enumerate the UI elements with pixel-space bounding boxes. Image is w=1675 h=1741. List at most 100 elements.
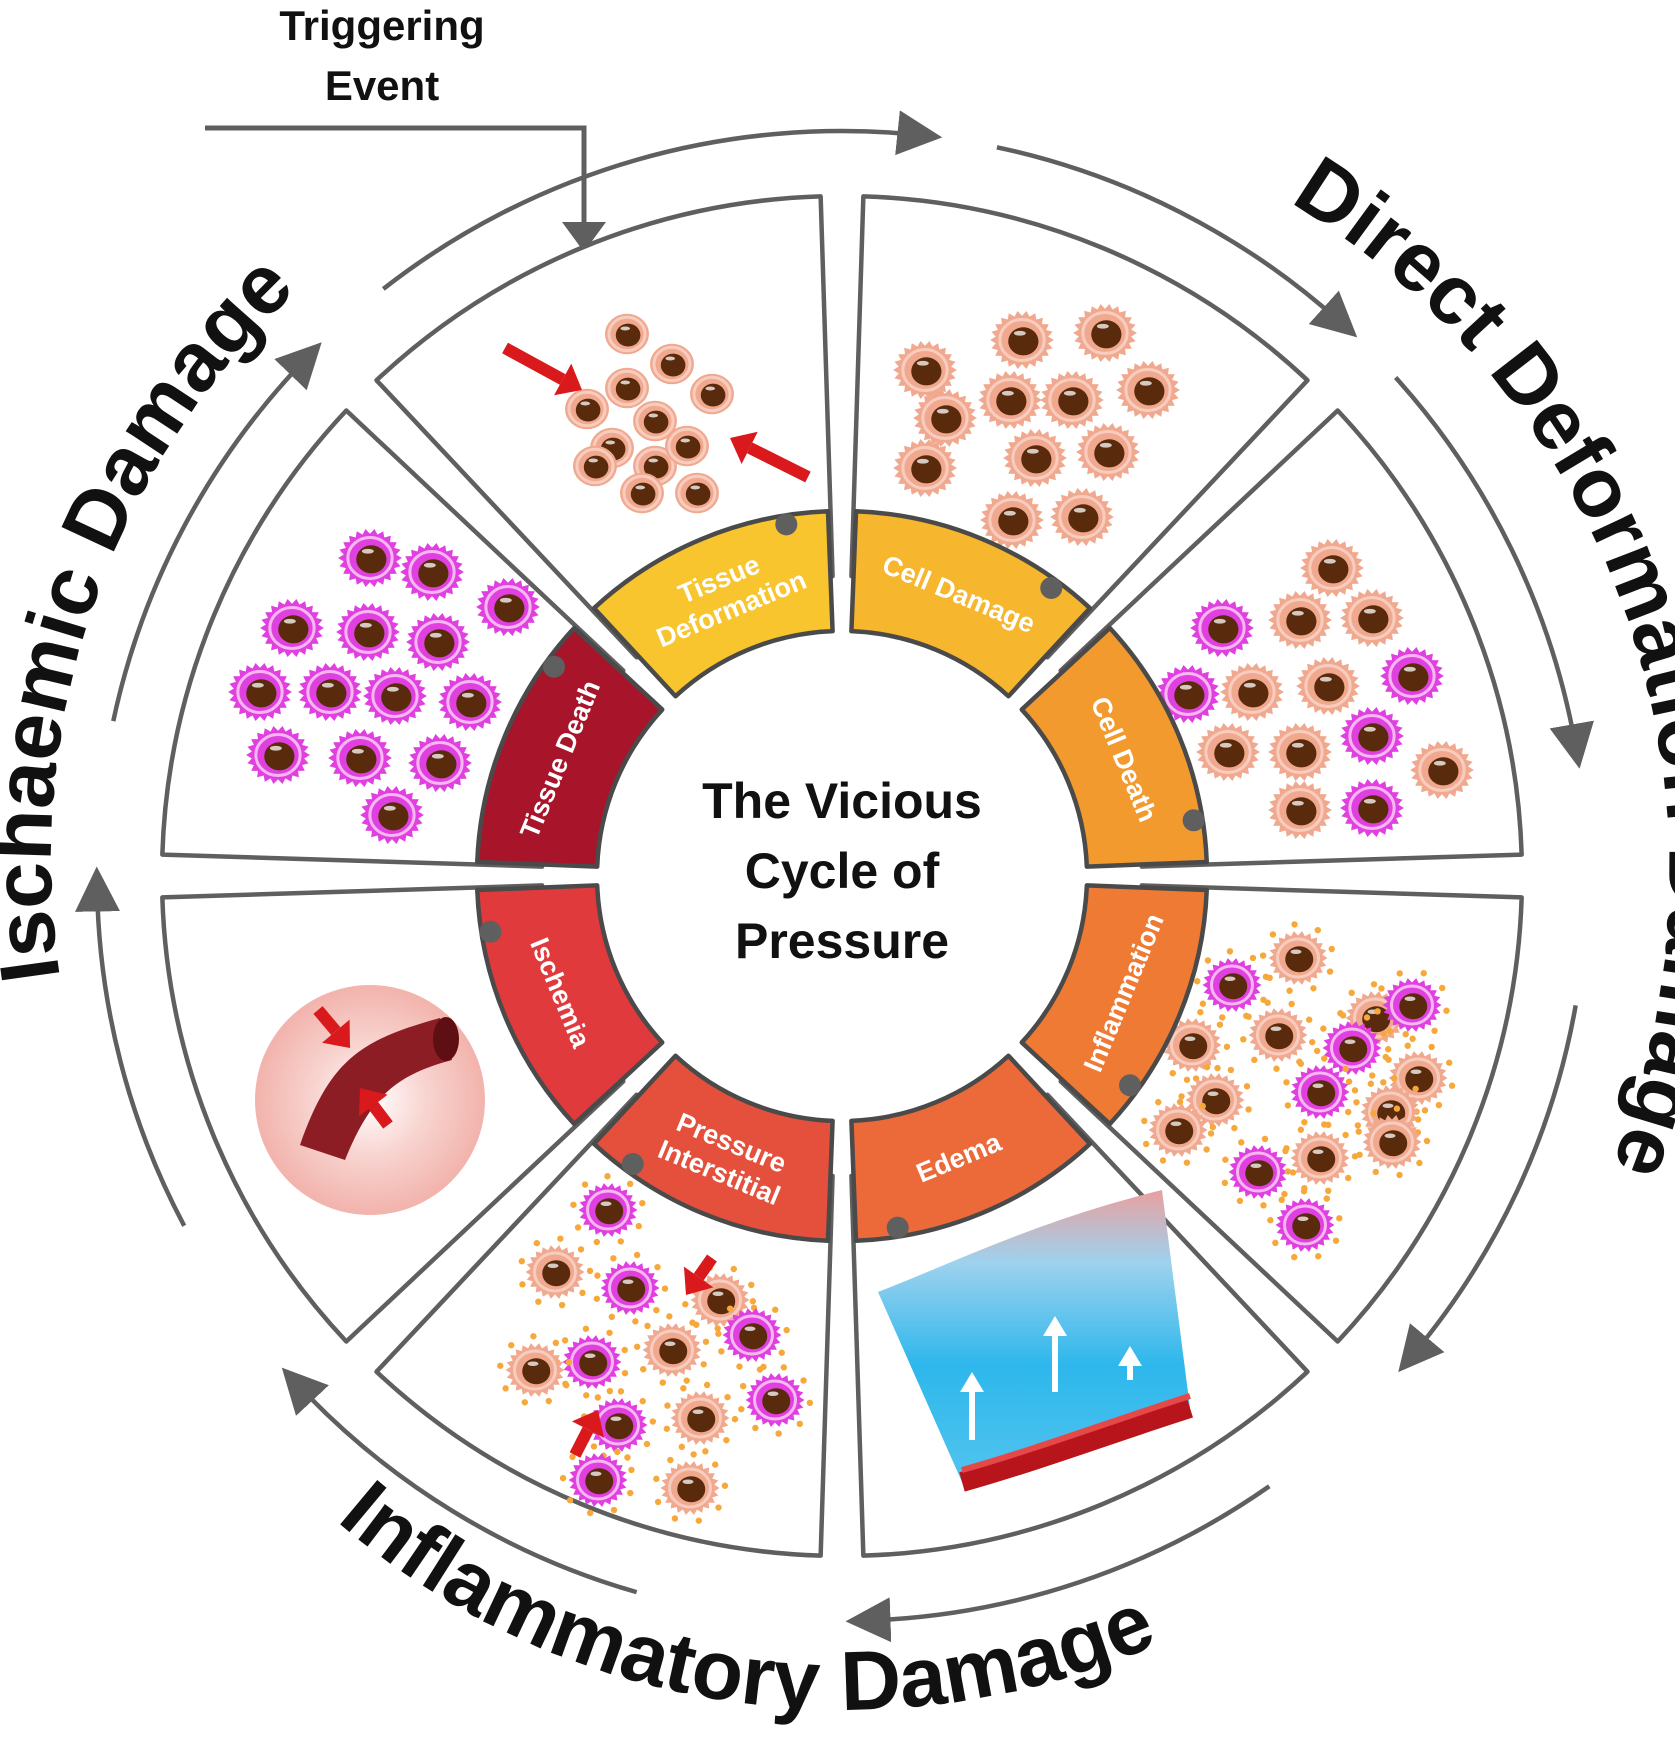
- cytokine-dot: [1289, 1169, 1297, 1176]
- stage-segment-6: [475, 883, 665, 1127]
- cytokine-dot: [731, 1415, 739, 1423]
- cytokine-dot: [654, 1263, 661, 1271]
- pressure-arrow: [569, 1410, 605, 1458]
- stage-dot: [1119, 1074, 1142, 1097]
- cytokine-dot: [626, 1180, 634, 1188]
- cell-highlight: [359, 622, 372, 628]
- cycle-arrow-2: [996, 145, 1358, 338]
- cytokine-dot: [739, 1382, 747, 1390]
- cytokine-dot: [1393, 1105, 1401, 1112]
- triggering-event: Triggering Event: [205, 2, 606, 252]
- cell: [328, 729, 392, 787]
- cytokine-dot: [780, 1364, 788, 1371]
- stage-segment-7: [475, 625, 665, 869]
- trigger-label-line2: Event: [325, 62, 439, 109]
- cytokine-dot: [621, 1346, 628, 1354]
- cell-ring: [1124, 367, 1172, 413]
- cell-ring: [652, 345, 692, 383]
- cell-ring: [268, 605, 316, 651]
- cell-highlight: [1207, 1091, 1219, 1096]
- cytokine-dot: [617, 1238, 624, 1245]
- cytokine-dot: [579, 1289, 586, 1297]
- cell-highlight: [1433, 760, 1446, 766]
- center-title-line2: Cycle of: [745, 843, 940, 899]
- cytokine-dot: [610, 1255, 617, 1262]
- cytokine-dot: [1260, 1202, 1267, 1209]
- cytokine-dot: [718, 1348, 725, 1355]
- cytokine-dot: [1345, 1174, 1352, 1182]
- cytokine-dot: [748, 1281, 755, 1289]
- cytokine-dot: [1328, 945, 1335, 953]
- cell-ring: [988, 497, 1036, 543]
- cell-ring: [901, 445, 949, 491]
- cell: [1300, 539, 1364, 597]
- cell: [476, 578, 540, 636]
- cytokine-dot: [614, 1448, 621, 1456]
- cytokine-dot: [1199, 1000, 1207, 1007]
- cytokine-dot: [1355, 1128, 1362, 1135]
- cell-ring: [678, 1397, 722, 1439]
- cytokine-dot: [1272, 1239, 1279, 1247]
- center-title-line1: The Vicious: [702, 773, 982, 829]
- cell-highlight: [1270, 1026, 1282, 1031]
- cytokine-dot: [666, 1313, 673, 1320]
- cytokine-dot: [1261, 1135, 1269, 1143]
- cytokine-dot: [653, 1306, 660, 1314]
- cytokine-dot: [1159, 1157, 1167, 1164]
- cell-highlight: [680, 438, 691, 443]
- cell: [298, 663, 362, 721]
- cell-ring: [533, 1251, 577, 1293]
- cytokine-dot: [1385, 1056, 1392, 1063]
- cell: [605, 367, 649, 409]
- cell: [675, 472, 719, 514]
- cell: [1355, 1105, 1431, 1179]
- cell-highlight: [1363, 798, 1376, 804]
- cytokine-dot: [518, 1258, 526, 1265]
- cell-ring: [1283, 1204, 1327, 1246]
- cytokine-dot: [671, 1515, 679, 1522]
- cytokine-dot: [1320, 1025, 1327, 1032]
- cell-ring: [677, 474, 717, 512]
- cytokine-dot: [1169, 1069, 1176, 1077]
- cytokine-dot: [726, 1305, 734, 1312]
- cytokine-dot: [1378, 985, 1385, 992]
- cycle-arrow-5: [845, 1484, 1271, 1643]
- cell: [338, 529, 402, 587]
- cycle-arrow-7: [75, 866, 187, 1227]
- pressure-arrow: [358, 1088, 393, 1129]
- cell: [400, 543, 464, 601]
- cytokine-dot: [1203, 1063, 1211, 1071]
- cytokine-dot: [1273, 1065, 1280, 1072]
- cell-highlight: [461, 692, 474, 698]
- stage-segment-1: [849, 509, 1093, 699]
- cytokine-dot: [1216, 1021, 1224, 1028]
- cell-ring: [576, 1459, 620, 1501]
- cytokine-dot: [680, 1385, 687, 1392]
- cell-ring: [1390, 984, 1434, 1026]
- cell-highlight: [690, 485, 701, 490]
- cytokine-dot: [663, 1425, 671, 1432]
- cell-highlight: [1384, 1133, 1396, 1138]
- cell-ring: [414, 619, 462, 665]
- cytokine-dot: [1297, 1060, 1305, 1067]
- edema-illustration: [878, 1190, 1193, 1492]
- cell-highlight: [251, 682, 264, 688]
- cell-ring: [408, 549, 456, 595]
- cytokine-dot: [1351, 1087, 1359, 1094]
- cell-ring: [1276, 597, 1324, 643]
- cell-highlight: [429, 632, 442, 638]
- cytokine-dot: [519, 1281, 526, 1288]
- illustrations: [228, 304, 1474, 1524]
- cell: [1003, 429, 1067, 487]
- cell-ring: [650, 1329, 694, 1371]
- cell-ring: [1330, 1027, 1374, 1069]
- pressure-arrow-head: [554, 363, 582, 396]
- cytokine-dot: [1380, 1030, 1388, 1038]
- cell-highlight: [1003, 510, 1016, 516]
- cytokine-dot: [1315, 1253, 1322, 1260]
- cell: [1283, 1121, 1359, 1195]
- cytokine-dot: [1348, 989, 1355, 997]
- cell: [363, 667, 427, 725]
- cell: [565, 388, 609, 430]
